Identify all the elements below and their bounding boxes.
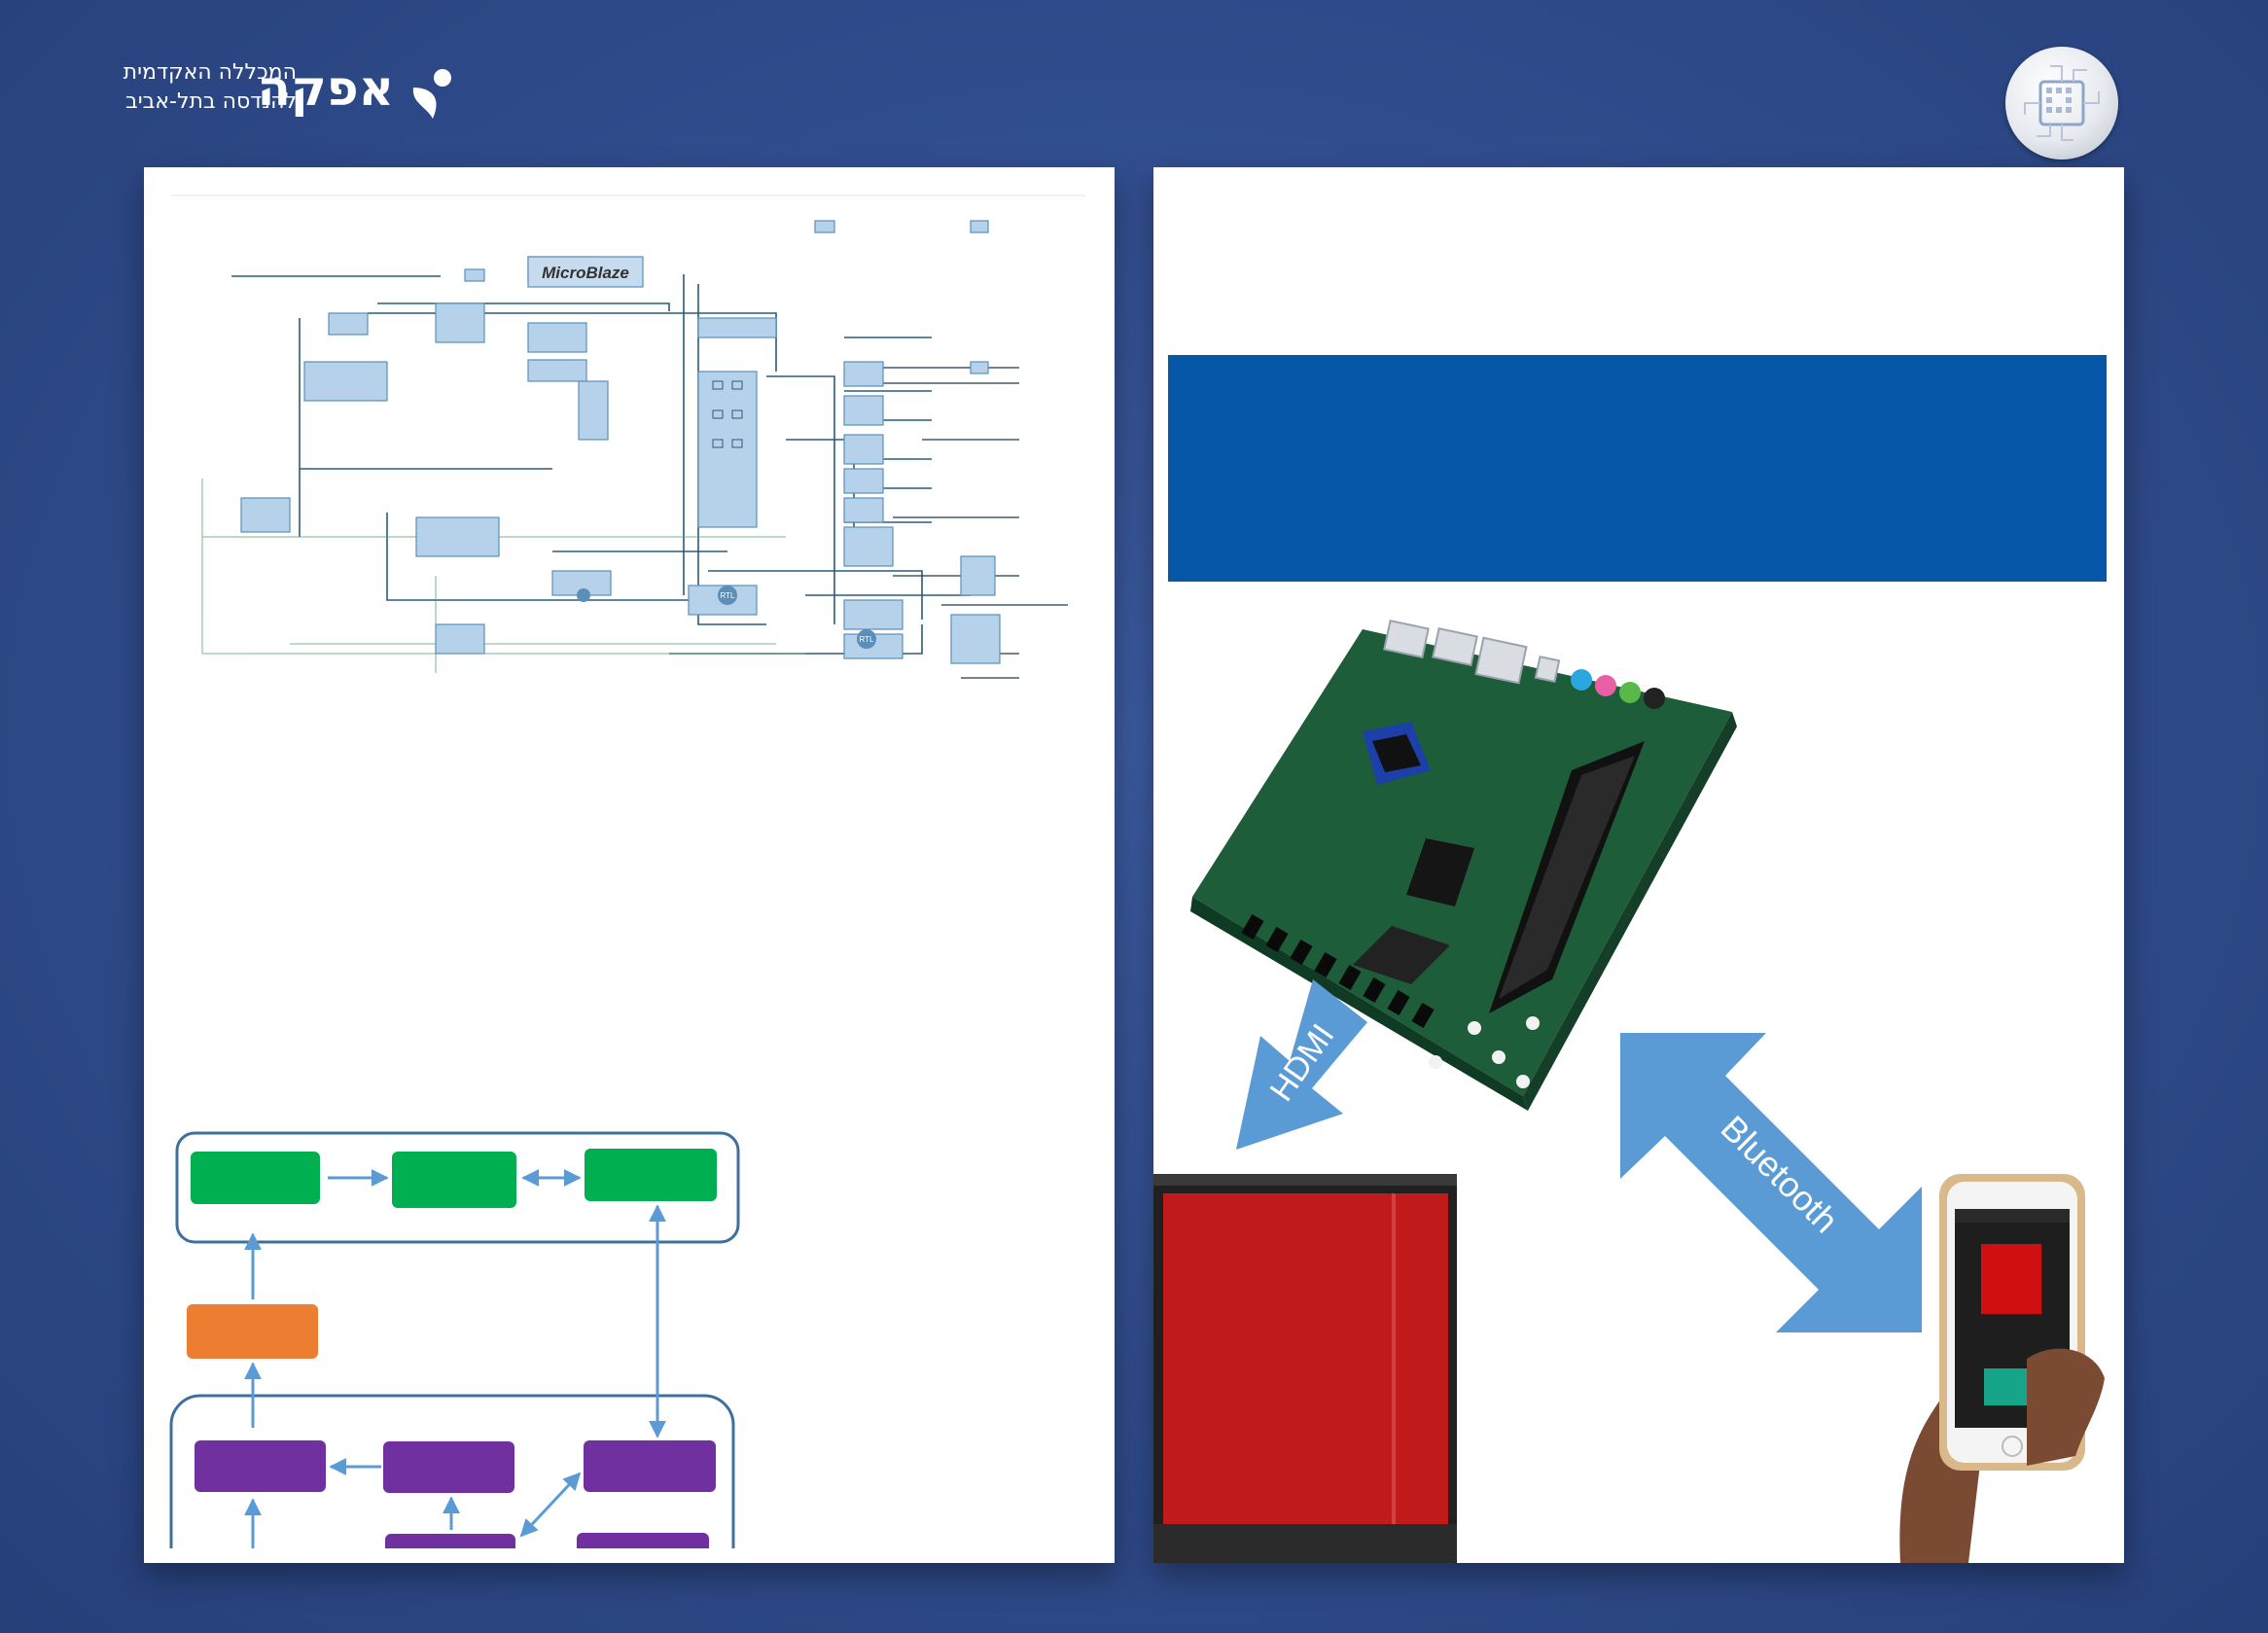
afeka-logo: המכללה האקדמית להנדסה בתל-אביב אפקה [124, 58, 462, 126]
arrow-p4-p3 [519, 1472, 582, 1538]
purple-block-4 [385, 1534, 515, 1548]
orange-block [187, 1304, 318, 1359]
chip-icon [2024, 65, 2100, 141]
rtl-badge-2: RTL [860, 635, 875, 644]
hdmi-arrow: HDMI [1236, 979, 1367, 1150]
block-design-diagram: MicroBlaze RTL RTL [171, 195, 1085, 679]
chip-emblem [2005, 47, 2118, 160]
phone-image [1899, 1174, 2105, 1563]
microblaze-label: MicroBlaze [542, 264, 629, 282]
purple-block-3 [584, 1440, 716, 1492]
green-block-2 [392, 1152, 516, 1208]
fpga-board-image [1190, 619, 1737, 1111]
right-panel: HDMI Bluetooth [1153, 167, 2124, 1563]
flow-diagram [169, 1131, 740, 1548]
purple-block-1 [195, 1440, 326, 1492]
purple-block-2 [383, 1441, 514, 1493]
green-block-1 [191, 1152, 320, 1204]
logo-subtitle-line2: להנדסה בתל-אביב [124, 89, 297, 114]
green-block-3 [585, 1149, 717, 1201]
bluetooth-arrow: Bluetooth [1620, 1033, 1922, 1332]
rtl-badge-1: RTL [721, 591, 736, 600]
logo-subtitle-line1: המכללה האקדמית [123, 60, 297, 85]
tv-image [1153, 1174, 1457, 1563]
purple-block-5 [577, 1533, 709, 1548]
left-panel: MicroBlaze RTL RTL [144, 167, 1115, 1563]
top-group-frame [175, 1131, 740, 1244]
title-banner [1168, 355, 2107, 582]
afeka-mark-icon [412, 69, 451, 119]
logo-title: אפקה [257, 60, 394, 117]
bottom-group-frame [169, 1394, 735, 1548]
